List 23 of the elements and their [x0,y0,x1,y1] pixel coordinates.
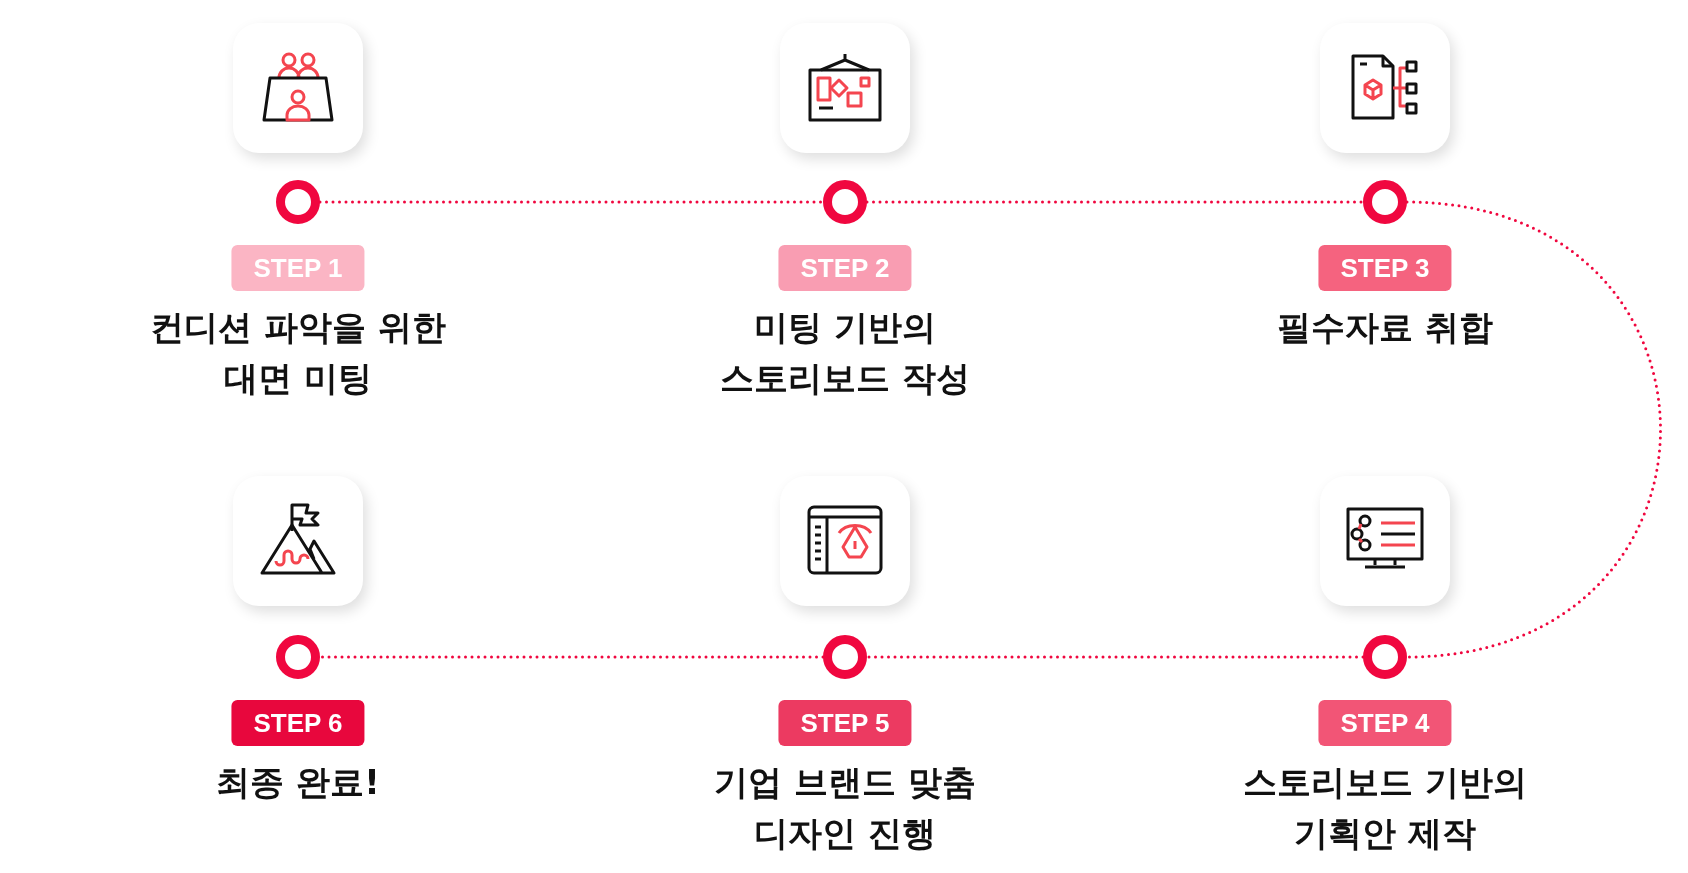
step-marker [823,635,867,679]
step-description: 기업 브랜드 맞춤 디자인 진행 [713,761,977,855]
step-description: 스토리보드 기반의 기획안 제작 [1242,761,1528,855]
step-badge: STEP 3 [1318,245,1452,291]
step-marker [276,180,320,224]
step-marker [1363,635,1407,679]
dotted-connector [318,200,825,204]
dotted-connector [865,655,1365,659]
step-marker [823,180,867,224]
step-badge: STEP 2 [778,245,912,291]
step-badge: STEP 5 [778,700,912,746]
step-badge: STEP 1 [231,245,365,291]
step-badge: STEP 4 [1318,700,1452,746]
dotted-connector [865,200,1365,204]
step-marker [1363,180,1407,224]
step-description: 필수자료 취합 [1276,306,1494,349]
dotted-connector [1405,200,1662,659]
step-description: 미팅 기반의 스토리보드 작성 [719,306,971,400]
step-badge: STEP 6 [231,700,365,746]
step-description: 최종 완료! [215,761,381,804]
step-marker [276,635,320,679]
dotted-connector [318,655,825,659]
step-description: 컨디션 파악을 위한 대면 미팅 [149,306,447,400]
